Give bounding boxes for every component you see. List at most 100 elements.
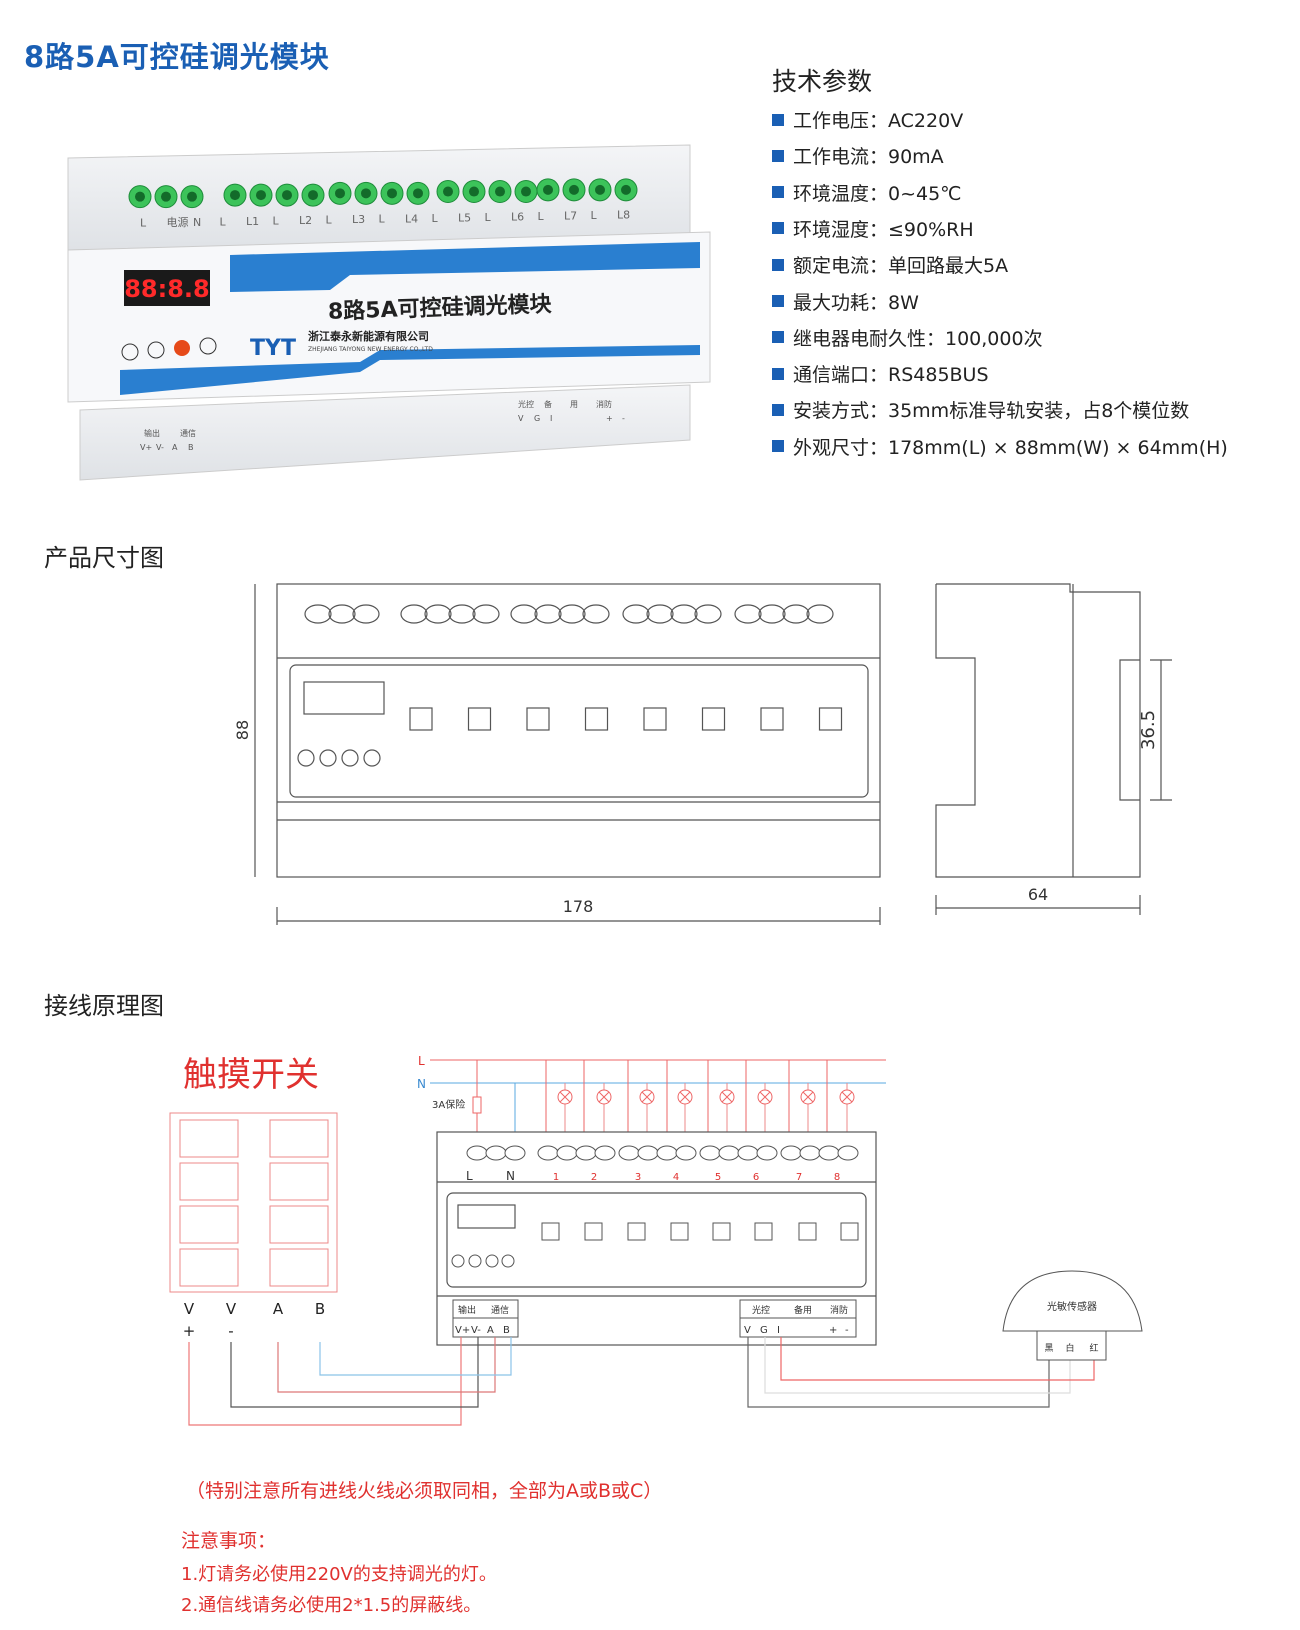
channel-key-icon	[712, 1222, 731, 1241]
touch-key[interactable]	[179, 1162, 239, 1201]
lamp-cross-icon	[841, 1091, 853, 1103]
terminal-label: L2	[299, 214, 312, 227]
channel-label: 2	[591, 1172, 597, 1183]
touch-key[interactable]	[179, 1205, 239, 1244]
touch-key[interactable]	[269, 1248, 329, 1287]
lamp-cross-icon	[598, 1091, 610, 1103]
switch-terminal-label: V	[184, 1300, 195, 1318]
terminal-label: N	[193, 216, 201, 229]
wiring-module-panel	[446, 1192, 867, 1288]
terminal-outline-icon	[699, 1145, 721, 1161]
terminal-screw-icon	[187, 191, 197, 202]
touch-key[interactable]	[269, 1205, 329, 1244]
terminal-screw-icon	[495, 186, 505, 197]
terminal-header: 消防	[830, 1304, 848, 1316]
terminal-pin: V+	[140, 443, 152, 452]
light-sensor-base	[1036, 1330, 1107, 1361]
lamp-cross-icon	[802, 1091, 814, 1103]
touch-key[interactable]	[179, 1248, 239, 1287]
terminal-outline-icon	[466, 1145, 488, 1161]
bullet-square-icon	[772, 149, 784, 162]
terminal-outline-icon	[504, 1145, 526, 1161]
terminal-outline-icon	[304, 604, 332, 624]
channel-label: 7	[796, 1172, 802, 1183]
terminal-outline-icon	[594, 1145, 616, 1161]
brand-logo: TYT	[250, 336, 296, 361]
channel-label: 6	[753, 1172, 759, 1183]
bullet-square-icon	[772, 331, 784, 344]
terminal-outline-icon	[424, 604, 452, 624]
note-item: 2.通信线请务必使用2*1.5的屏蔽线。	[181, 1595, 482, 1616]
terminal-screw-icon	[135, 191, 145, 202]
terminal-screw-icon	[230, 190, 240, 201]
terminal-label: L1	[246, 215, 259, 228]
channel-key-icon	[840, 1222, 859, 1241]
blue-stripe-bottom	[120, 345, 700, 395]
terminal-pin: I	[550, 414, 552, 423]
touch-key[interactable]	[269, 1119, 329, 1158]
terminal-screw-icon	[335, 188, 345, 199]
led-display	[124, 270, 210, 306]
terminal-label: L	[220, 215, 227, 228]
terminal-header: 备	[544, 399, 552, 409]
bullet-square-icon	[772, 186, 784, 199]
spec-text: 安装方式：35mm标准导轨安装，占8个模位数	[793, 400, 1190, 423]
terminal-header: 输出	[458, 1304, 476, 1316]
channel-label: 5	[715, 1172, 721, 1183]
lamp-cross-icon	[641, 1091, 653, 1103]
sensor-pin-label: 白	[1065, 1342, 1074, 1354]
set-button-icon	[174, 340, 190, 356]
spec-item: 安装方式：35mm标准导轨安装，占8个模位数	[772, 396, 1189, 423]
wiring-display-window	[457, 1204, 516, 1229]
terminal-outline-icon	[758, 604, 786, 624]
enter-button-icon	[199, 337, 217, 355]
channel-key-icon	[526, 707, 550, 731]
terminal-header: 用	[570, 400, 578, 409]
spec-item: 工作电流：90mA	[772, 142, 944, 169]
terminal-pin: V+	[455, 1325, 470, 1336]
spec-text: 继电器电耐久性：100,000次	[793, 327, 1043, 350]
button-circle-icon	[341, 749, 359, 767]
terminal-pin: G	[760, 1325, 768, 1336]
fuse-label: 3A保险	[432, 1098, 465, 1111]
button-circle-icon	[501, 1254, 515, 1268]
channel-label: 1	[553, 1172, 559, 1183]
bullet-square-icon	[772, 440, 784, 453]
front-view-outline	[276, 583, 881, 878]
terminal-outline-icon	[352, 604, 380, 624]
depth-dimension: 64	[1028, 885, 1048, 904]
spec-text: 环境温度：0~45℃	[793, 182, 962, 205]
terminal-screw-icon	[521, 186, 531, 197]
terminal-label: L	[273, 214, 280, 227]
light-sensor-label: 光敏传感器	[1047, 1300, 1097, 1313]
terminal-header: 消防	[596, 399, 612, 409]
terminal-pin: V	[518, 414, 524, 423]
wiring-heading: 接线原理图	[44, 992, 164, 1020]
terminal-header: 通信	[180, 428, 196, 438]
bullet-square-icon	[772, 403, 784, 416]
touch-key[interactable]	[179, 1119, 239, 1158]
terminal-pin: +	[829, 1325, 837, 1336]
terminal-outline-icon	[737, 1145, 759, 1161]
terminal-outline-icon	[837, 1145, 859, 1161]
front-panel	[289, 664, 869, 798]
terminal-outline-icon	[637, 1145, 659, 1161]
spec-item: 环境湿度：≤90%RH	[772, 215, 974, 242]
dimensions-heading: 产品尺寸图	[44, 544, 164, 572]
notes-heading: 注意事项：	[181, 1530, 277, 1552]
terminal-label: L3	[352, 213, 365, 226]
terminal-screw-icon	[161, 191, 171, 202]
switch-terminal-label: V	[226, 1300, 237, 1318]
live-label: L	[418, 1054, 425, 1068]
touch-switch-title: 触摸开关	[183, 1055, 319, 1095]
terminal-pin: V	[744, 1325, 751, 1336]
channel-key-icon	[760, 707, 784, 731]
terminal-screw-icon	[543, 184, 553, 195]
fuse-icon	[472, 1096, 482, 1114]
bullet-square-icon	[772, 113, 784, 126]
touch-key[interactable]	[269, 1162, 329, 1201]
module-front	[67, 231, 711, 403]
terminal-pin: -	[845, 1325, 849, 1336]
channel-key-icon	[670, 1222, 689, 1241]
terminal-screw-icon	[282, 190, 292, 201]
